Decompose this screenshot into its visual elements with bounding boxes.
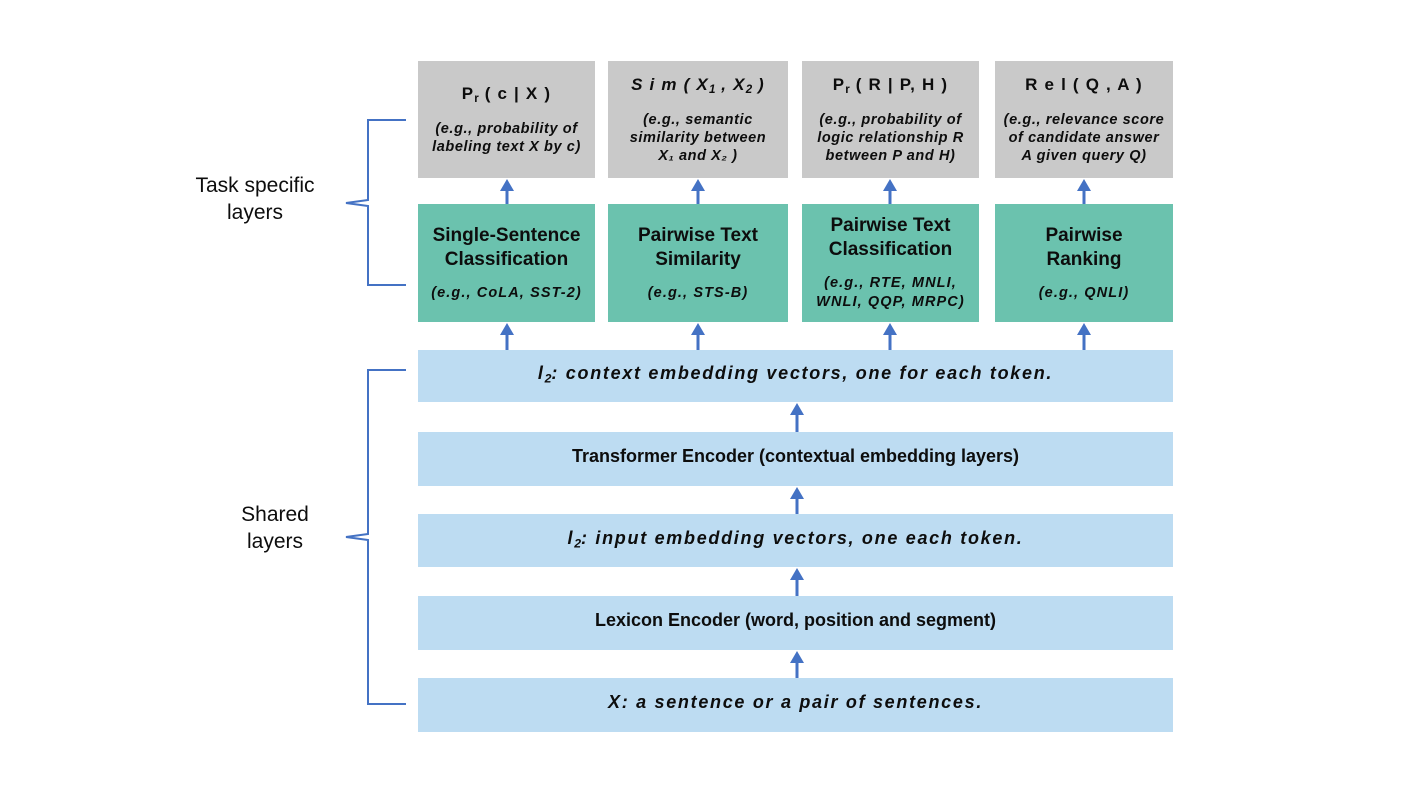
task-title: Pairwise Text Similarity bbox=[637, 224, 759, 270]
group-label-shared: Shared layers bbox=[241, 503, 309, 553]
arrow-up-shared-to-task bbox=[883, 323, 897, 350]
shared-bar-label: l2: context embedding vectors, one for e… bbox=[537, 363, 1054, 386]
shared-bar-context-embedding: l2: context embedding vectors, one for e… bbox=[418, 350, 1173, 402]
task-box-pairwise-text-classification[interactable]: Pairwise Text Classification (e.g., RTE,… bbox=[802, 204, 979, 322]
shared-bar-input-sentence: X: a sentence or a pair of sentences. bbox=[418, 678, 1173, 732]
shared-bar-lexicon-encoder: Lexicon Encoder (word, position and segm… bbox=[418, 596, 1173, 650]
task-example: (e.g., STS-B) bbox=[647, 284, 749, 301]
arrow-up-shared-to-task bbox=[500, 323, 514, 350]
shared-bar-label: Transformer Encoder (contextual embeddin… bbox=[571, 446, 1020, 467]
task-example: (e.g., RTE, MNLI, WNLI, QQP, MRPC) bbox=[816, 275, 965, 310]
arrow-up-input-to-lexicon bbox=[790, 651, 804, 680]
arrow-up-task-to-output bbox=[691, 179, 705, 204]
output-box-ranking: R e l ( Q , A ) (e.g., relevance score o… bbox=[995, 61, 1173, 178]
output-formula: Pr ( R | P, H ) bbox=[832, 75, 949, 97]
output-example: (e.g., probability of labeling text X by… bbox=[432, 120, 581, 155]
output-formula: Pr ( c | X ) bbox=[461, 84, 552, 106]
output-example: (e.g., probability of logic relationship… bbox=[817, 111, 964, 164]
arrow-up-task-to-output bbox=[1077, 179, 1091, 204]
output-example: (e.g., semantic similarity between X₁ an… bbox=[629, 111, 767, 164]
shared-bar-label: Lexicon Encoder (word, position and segm… bbox=[594, 610, 997, 631]
task-box-pairwise-text-similarity[interactable]: Pairwise Text Similarity (e.g., STS-B) bbox=[608, 204, 788, 322]
task-title: Single-Sentence Classification bbox=[432, 224, 581, 270]
shared-bar-label: l2: input embedding vectors, one each to… bbox=[567, 527, 1024, 551]
shared-bar-input-embedding: l2: input embedding vectors, one each to… bbox=[418, 514, 1173, 567]
brace-shared bbox=[345, 369, 406, 705]
group-label-task-specific: Task specific layers bbox=[195, 174, 315, 224]
arrow-up-shared-to-task bbox=[1077, 323, 1091, 350]
task-box-single-sentence-classification[interactable]: Single-Sentence Classification (e.g., Co… bbox=[418, 204, 595, 322]
output-formula: S i m ( X1 , X2 ) bbox=[631, 75, 765, 97]
output-example: (e.g., relevance score of candidate answ… bbox=[1003, 111, 1165, 164]
task-example: (e.g., QNLI) bbox=[1038, 284, 1130, 301]
arrow-up-task-to-output bbox=[883, 179, 897, 204]
output-box-text-classification: Pr ( R | P, H ) (e.g., probability of lo… bbox=[802, 61, 979, 178]
arrow-up-transformer-to-context bbox=[790, 403, 804, 432]
output-box-single-sentence: Pr ( c | X ) (e.g., probability of label… bbox=[418, 61, 595, 178]
output-box-text-similarity: S i m ( X1 , X2 ) (e.g., semantic simila… bbox=[608, 61, 788, 178]
arrow-up-shared-to-task bbox=[691, 323, 705, 350]
task-title: Pairwise Text Classification bbox=[828, 215, 953, 260]
brace-task-specific bbox=[345, 119, 406, 286]
output-formula: R e l ( Q , A ) bbox=[1025, 75, 1143, 95]
arrow-up-task-to-output bbox=[500, 179, 514, 204]
task-box-pairwise-ranking[interactable]: Pairwise Ranking (e.g., QNLI) bbox=[995, 204, 1173, 322]
arrow-up-lexicon-to-input-embedding bbox=[790, 568, 804, 597]
task-example: (e.g., CoLA, SST-2) bbox=[431, 284, 582, 301]
arrow-up-input-embedding-to-transformer bbox=[790, 487, 804, 516]
task-title: Pairwise Ranking bbox=[1045, 224, 1123, 270]
shared-bar-label: X: a sentence or a pair of sentences. bbox=[607, 692, 984, 713]
shared-bar-transformer-encoder: Transformer Encoder (contextual embeddin… bbox=[418, 432, 1173, 486]
